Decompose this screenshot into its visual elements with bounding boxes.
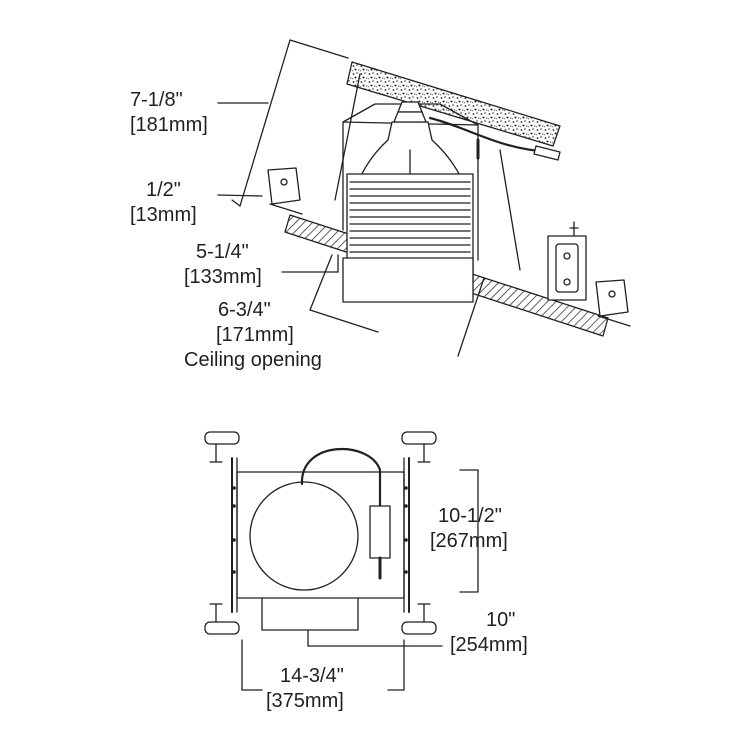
depth-mm: [267mm]: [430, 530, 508, 552]
flange-label: 1/2" [13mm]: [130, 178, 197, 228]
height-label: 7-1/8" [181mm]: [130, 88, 208, 138]
opening-mm: [171mm]: [216, 324, 294, 346]
width-label: 10" [254mm]: [450, 608, 528, 658]
top-view: [204, 431, 479, 691]
lamp-housing-circle: [249, 481, 359, 591]
span-inches: 14-3/4": [280, 665, 344, 687]
dim-line-opening: [309, 254, 333, 311]
opening-inches: 6-3/4": [218, 299, 271, 321]
dim-line-height: [289, 39, 349, 59]
top-cable: [300, 447, 382, 510]
joist: [346, 61, 561, 147]
clip-top-right: [401, 431, 437, 463]
span-label: 14-3/4" [375mm]: [266, 664, 344, 714]
left-bracket: [267, 167, 303, 215]
aperture-label: 5-1/4" [133mm]: [184, 240, 262, 290]
width-inches: 10": [486, 609, 516, 631]
dim-bracket-span: [241, 639, 263, 691]
opening-caption: Ceiling opening: [184, 349, 322, 371]
clip-top-left: [204, 431, 240, 463]
opening-label: 6-3/4" [171mm] Ceiling opening: [184, 298, 322, 373]
depth-inches: 10-1/2": [438, 505, 502, 527]
depth-label: 10-1/2" [267mm]: [430, 504, 508, 554]
dim-bracket-depth: [459, 469, 479, 593]
width-mm: [254mm]: [450, 634, 528, 656]
dim-leader-width: [307, 629, 443, 647]
clip-bottom-right: [401, 603, 437, 635]
aperture-inches: 5-1/4": [196, 241, 249, 263]
height-mm: [181mm]: [130, 114, 208, 136]
dim-line-flange: [217, 194, 263, 197]
housing: [342, 103, 479, 261]
clip-bottom-left: [204, 603, 240, 635]
aperture-mm: [133mm]: [184, 266, 262, 288]
height-inches: 7-1/8": [130, 89, 183, 111]
right-bracket: [595, 279, 631, 327]
span-mm: [375mm]: [266, 690, 344, 712]
side-view: [217, 39, 631, 357]
junction-box: [547, 221, 587, 301]
flange-inches: 1/2": [146, 179, 181, 201]
flange-mm: [13mm]: [130, 204, 197, 226]
